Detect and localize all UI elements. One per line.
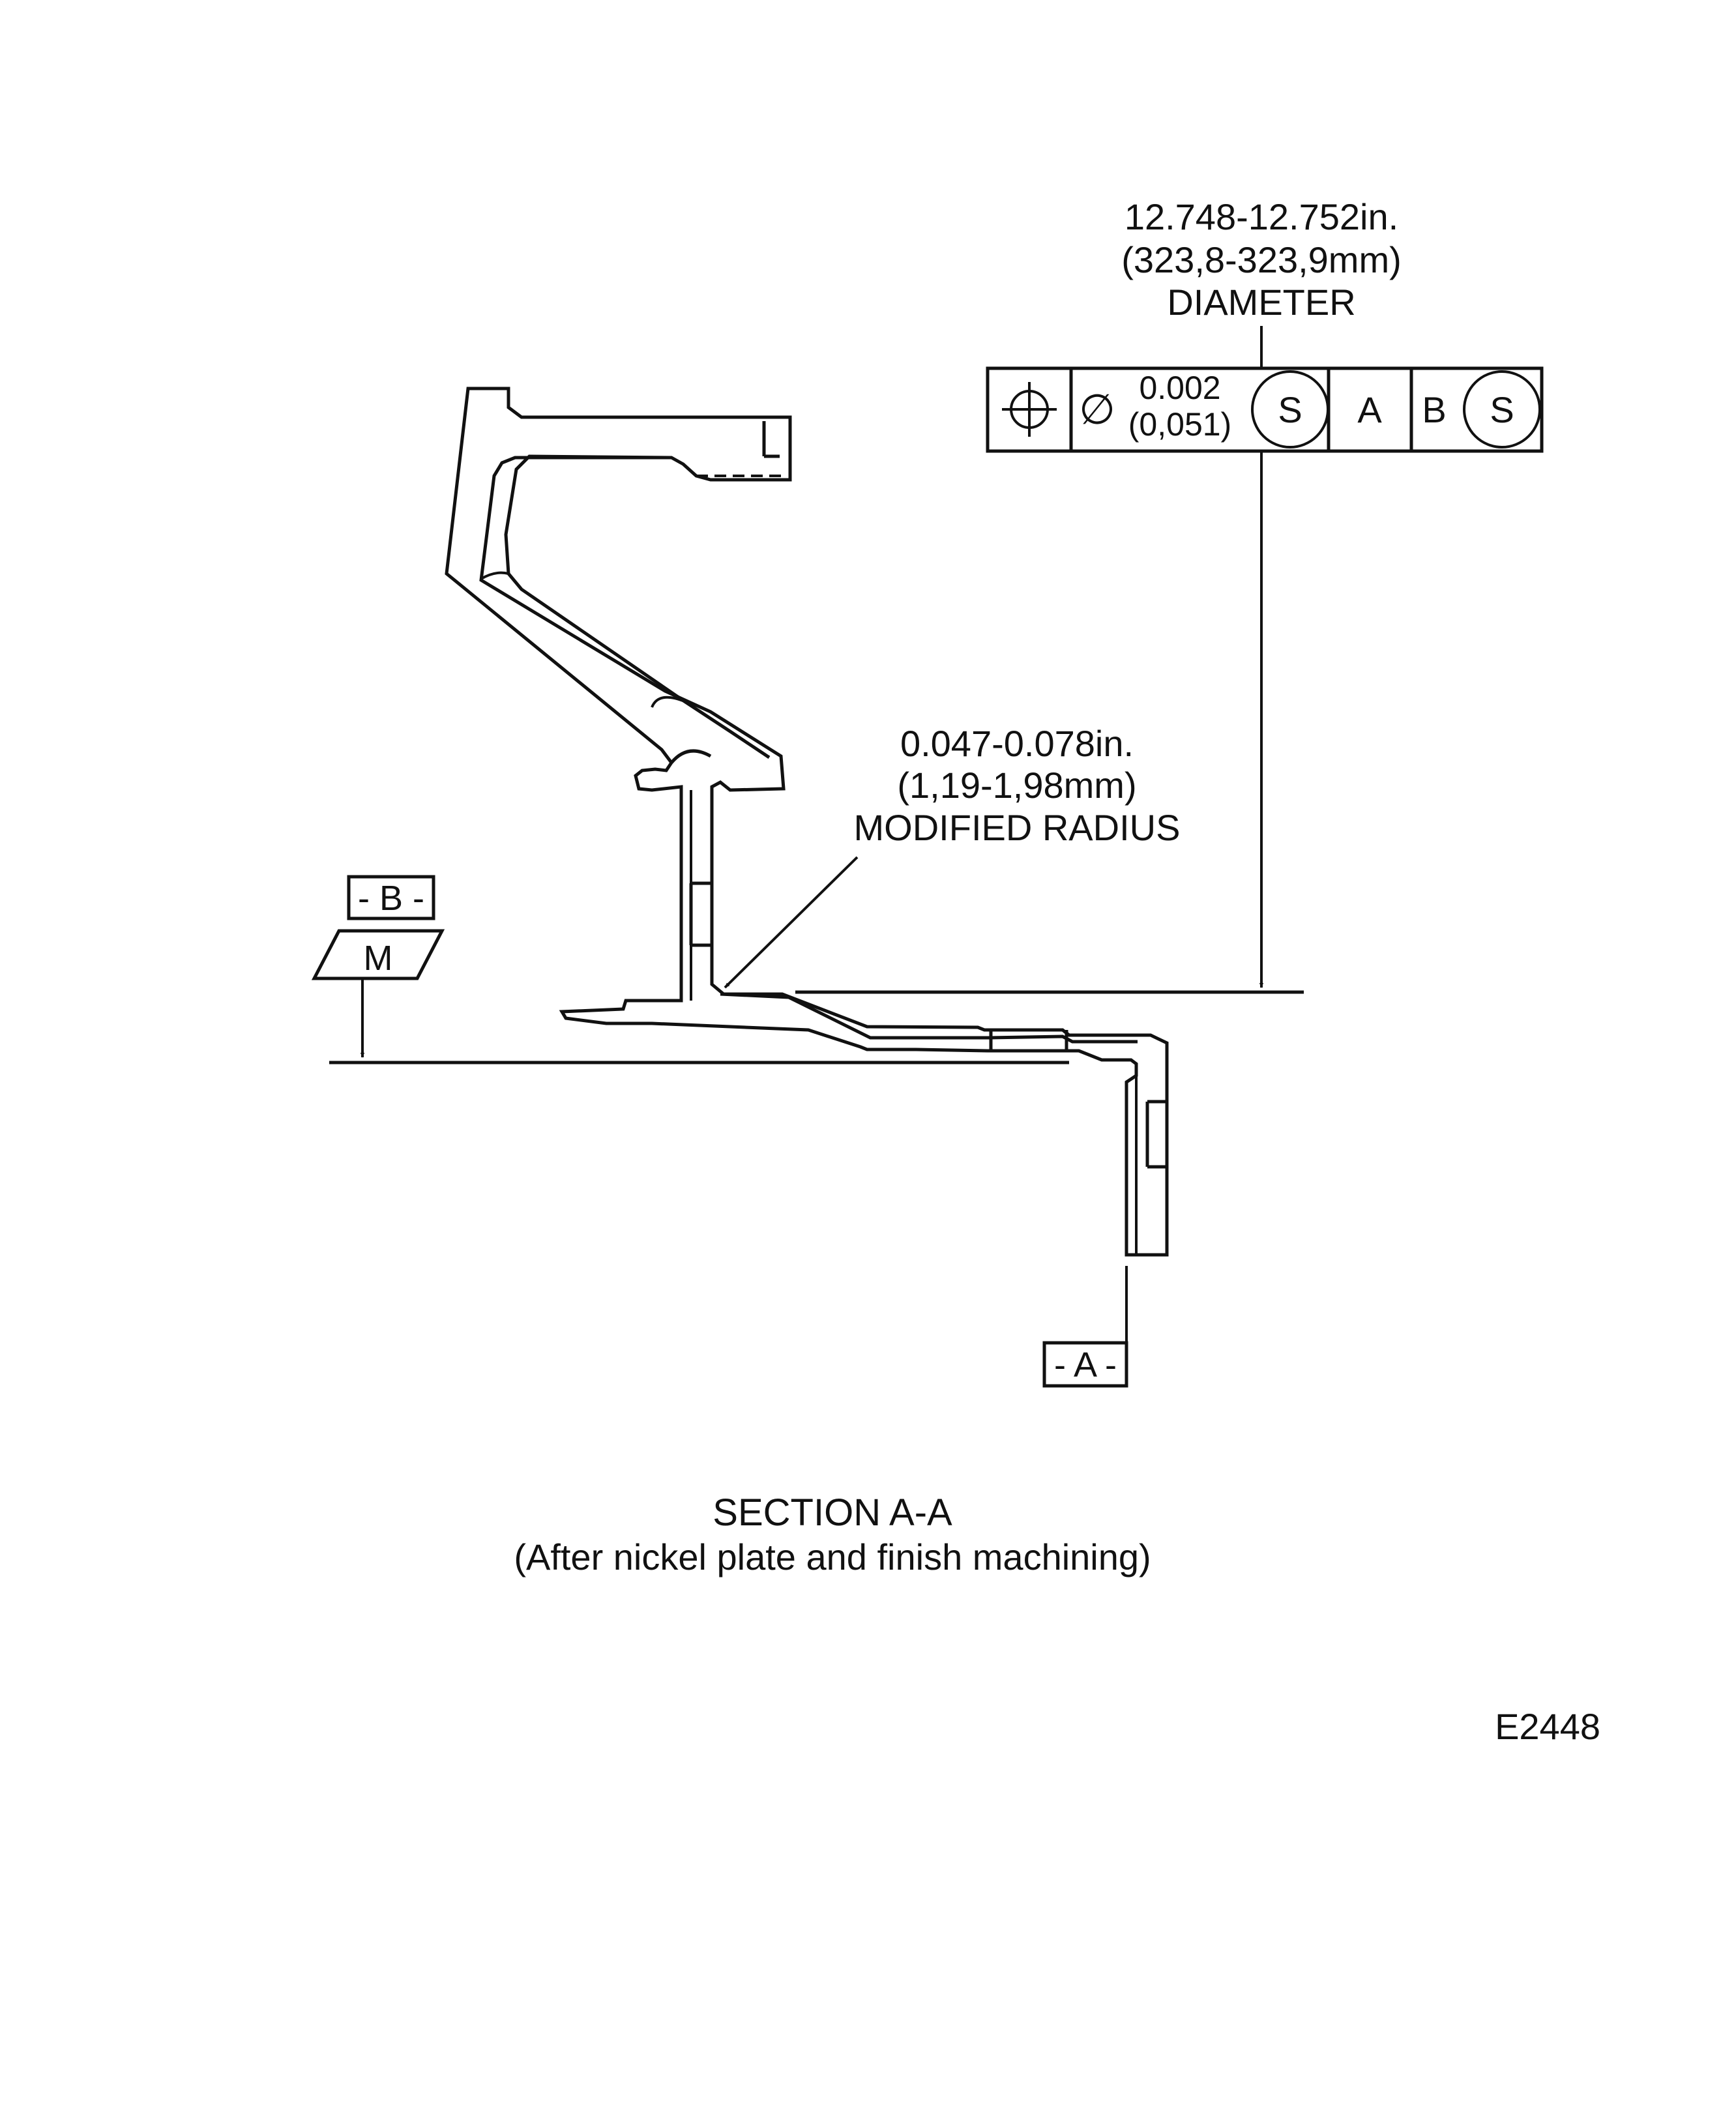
- rfs-modifier-circle: [1251, 370, 1329, 448]
- rfs-modifier-circle-2: [1463, 370, 1541, 448]
- section-title: SECTION A-A: [713, 1491, 952, 1534]
- position-icon: [1002, 382, 1057, 437]
- radius-callout: 0.047-0.078in. (1,19-1,98mm) MODIFIED RA…: [854, 723, 1181, 848]
- datum-b-symbol: - B - M: [311, 875, 445, 1058]
- figure-id: E2448: [1495, 1706, 1600, 1747]
- datum-a-label: - A -: [1054, 1345, 1117, 1385]
- radius-callout-line1: 0.047-0.078in.: [900, 723, 1134, 764]
- datum-b-modifier: M: [364, 939, 393, 978]
- diameter-callout-line1: 12.748-12.752in.: [1125, 196, 1398, 237]
- feature-control-frame: ∅ 0.002 (0,051) S A B S: [986, 366, 1544, 453]
- rfs-modifier-1: S: [1278, 389, 1302, 430]
- radius-callout-line2: (1,19-1,98mm): [897, 765, 1136, 806]
- position-tolerance-in: 0.002: [1139, 370, 1220, 406]
- datum-b-label: - B -: [358, 879, 424, 918]
- diameter-symbol: ∅: [1079, 386, 1115, 433]
- diameter-callout-line3: DIAMETER: [1167, 282, 1355, 323]
- rfs-modifier-2: S: [1490, 389, 1514, 430]
- datum-ref-a: A: [1357, 389, 1382, 430]
- datum-ref-b: B: [1422, 389, 1446, 430]
- radius-leader-arrow: [724, 856, 859, 989]
- section-subtitle: (After nickel plate and finish machining…: [514, 1536, 1151, 1577]
- position-tolerance-mm: (0,051): [1128, 406, 1231, 443]
- datum-a-symbol: - A -: [1042, 1266, 1128, 1388]
- diameter-callout: 12.748-12.752in. (323,8-323,9mm) DIAMETE…: [1121, 196, 1402, 323]
- diameter-callout-line2: (323,8-323,9mm): [1121, 239, 1402, 280]
- part-section-outline: [445, 387, 1169, 1257]
- radius-callout-line3: MODIFIED RADIUS: [854, 807, 1181, 848]
